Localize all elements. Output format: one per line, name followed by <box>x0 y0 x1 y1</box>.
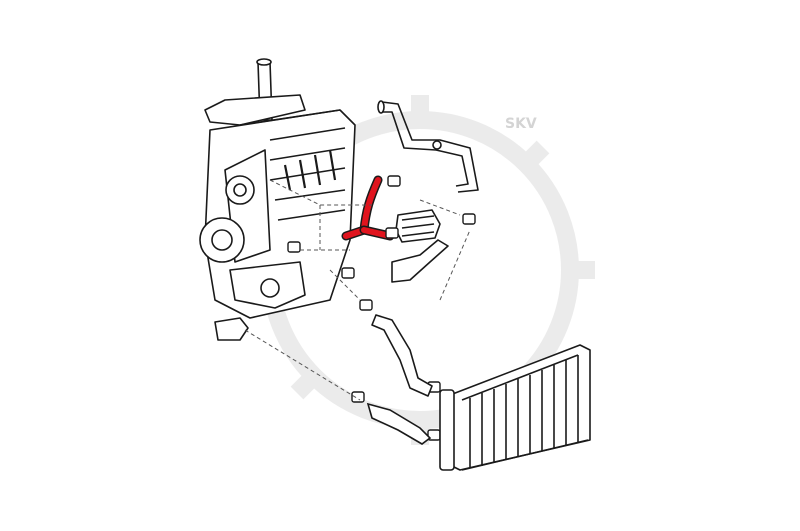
leader-lines <box>244 179 471 401</box>
short-hose <box>366 402 432 445</box>
engine-block <box>199 58 356 341</box>
thermostat-housing <box>391 209 449 283</box>
lower-hose <box>371 314 433 397</box>
heater-pipe <box>377 100 479 193</box>
radiator <box>439 344 591 471</box>
watermark-text: SKV <box>505 116 537 132</box>
